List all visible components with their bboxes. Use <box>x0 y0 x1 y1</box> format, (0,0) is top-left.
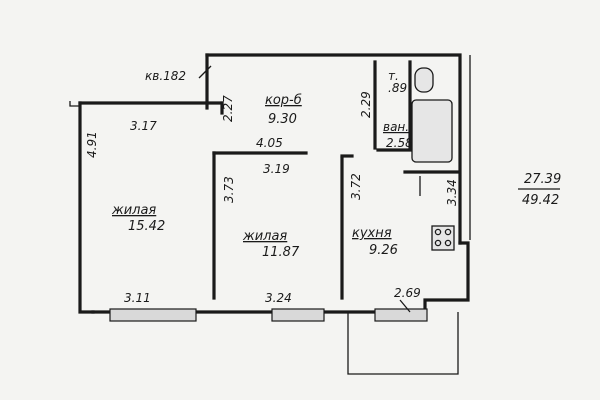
room1-width-top: 3.17 <box>130 119 157 133</box>
stove-icon <box>431 225 455 251</box>
windows <box>109 308 428 322</box>
total-area: 49.42 <box>522 193 559 208</box>
kitchen-name: кухня <box>352 226 392 241</box>
room2-depth: 3.73 <box>222 176 236 203</box>
kitchen-area: 9.26 <box>369 243 398 258</box>
living-area-total: 27.39 <box>524 172 561 187</box>
apartment-number: кв.182 <box>145 69 186 83</box>
room2-width: 3.24 <box>265 291 292 305</box>
toilet-icon <box>414 67 434 93</box>
bath-name: ван. <box>383 120 409 134</box>
corridor-small-dim: 2.27 <box>221 95 235 122</box>
bath-side-dim: 2.29 <box>359 91 373 118</box>
bathtub-icon <box>411 99 453 163</box>
kitchen-depth: 3.72 <box>349 173 363 200</box>
room1-width-bottom: 3.11 <box>124 291 151 305</box>
corridor-area: 9.30 <box>268 112 297 127</box>
room1-depth: 4.91 <box>85 131 99 158</box>
fixtures <box>411 67 455 251</box>
kitchen-width: 2.69 <box>394 286 421 300</box>
bath-area: 2.58 <box>386 136 413 150</box>
room2-area: 11.87 <box>262 245 300 260</box>
room1-name: жилая <box>111 203 156 218</box>
room1-area: 15.42 <box>128 219 165 234</box>
kitchen-side: 3.34 <box>445 179 459 206</box>
interior-walls <box>212 60 460 300</box>
room2-name: жилая <box>242 229 287 244</box>
corridor-name: кор-б <box>265 93 302 108</box>
toilet-name: т. <box>388 69 399 83</box>
balcony <box>347 312 459 375</box>
corridor-length: 4.05 <box>256 136 283 150</box>
toilet-area: .89 <box>388 81 407 95</box>
corridor-wall: 3.19 <box>263 162 290 176</box>
